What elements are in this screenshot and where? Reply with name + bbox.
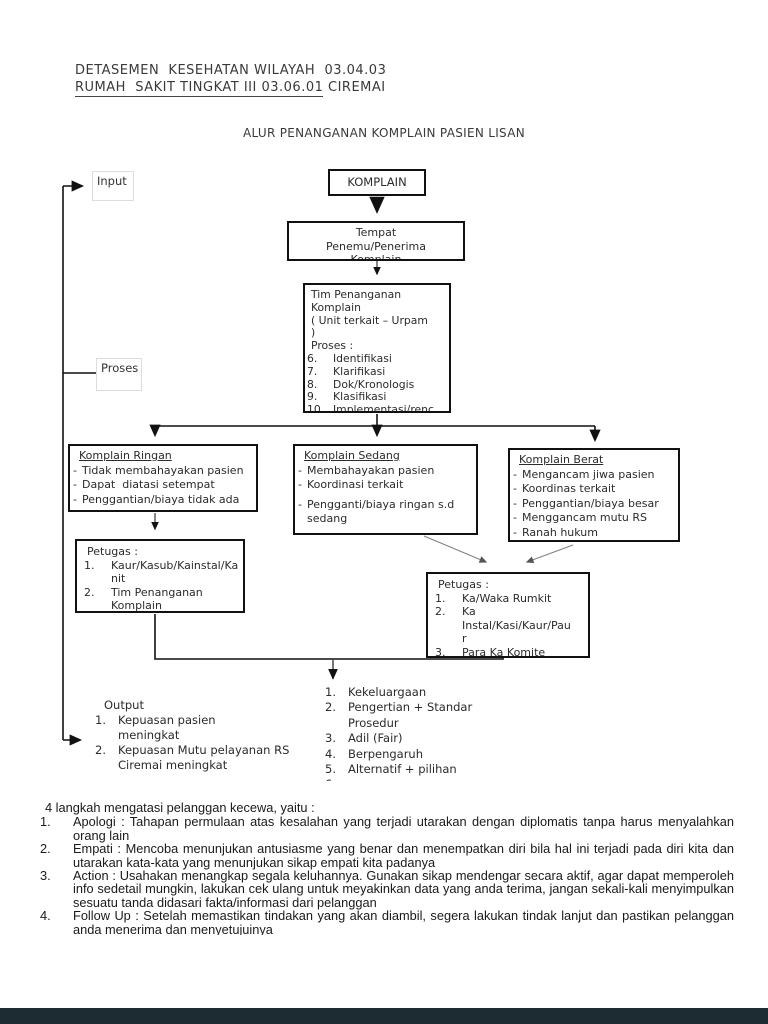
list-item: 5.Alternatif + pilihan: [325, 762, 457, 777]
tim-line3: ( Unit terkait – Urpam: [311, 313, 428, 327]
list-item: 4.Berpengaruh: [325, 746, 424, 761]
input-label: Input: [92, 171, 134, 201]
list-item: -Koordinas terkait: [513, 482, 616, 495]
proses-label: Proses: [96, 358, 142, 391]
list-item: -Tidak membahayakan pasien: [73, 463, 244, 477]
komplain-ringan-title: Komplain Ringan: [79, 449, 172, 462]
list-item: 1.Ka/Waka Rumkit: [435, 591, 552, 605]
list-item: 1.Kekeluargaan: [325, 685, 427, 699]
letterhead-line2-underlined: RUMAH SAKIT TINGKAT III 03.06.01: [75, 80, 324, 97]
list-item: 2.Ka Instal/Kasi/Kaur/Paur: [435, 605, 571, 645]
output-block: Output 1.Kepuasan pasien meningkat 2.Kep…: [95, 698, 330, 772]
komplain-berat-title: Komplain Berat: [519, 453, 604, 466]
komplain-box: KOMPLAIN: [328, 169, 426, 196]
list-item: -Penggantian/biaya besar: [513, 496, 659, 510]
bottom-bar: [0, 1008, 768, 1024]
list-item: 2.Kepuasan Mutu pelayanan RS Ciremai men…: [95, 743, 294, 772]
tim-process-item: 10.Implementasi/renc: [307, 403, 434, 413]
tim-penanganan-box: Tim Penanganan Komplain ( Unit terkait –…: [303, 283, 451, 413]
petugas-berat-box: Petugas : 1.Ka/Waka Rumkit 2.Ka Instal/K…: [426, 572, 590, 658]
komplain-berat-box: Komplain Berat -Mengancam jiwa pasien -K…: [508, 448, 680, 542]
list-item: 2.Pengertian + Standar Prosedur: [325, 700, 476, 730]
footer-step: 1.Apologi : Tahapan permulaan atas kesal…: [40, 814, 734, 843]
page-title: ALUR PENANGANAN KOMPLAIN PASIEN LISAN: [242, 126, 525, 140]
footer-step: 4.Follow Up : Setelah memastikan tindaka…: [40, 908, 734, 935]
tempat-box: Tempat Penemu/Penerima Komplain: [287, 221, 465, 261]
tim-process-item: 7.Klarifikasi: [307, 364, 386, 378]
list-item: -Penggantian/biaya tidak ada: [73, 492, 240, 506]
list-item: -Membahayakan pasien: [298, 463, 435, 477]
list-item: 2.Tim Penanganan Komplain: [84, 585, 207, 612]
komplain-sedang-box: Komplain Sedang -Membahayakan pasien -Ko…: [293, 444, 478, 535]
tempat-line1: Tempat: [355, 226, 397, 239]
list-item: -Koordinasi terkait: [298, 478, 404, 491]
list-item: 3.Para Ka Komite: [435, 645, 546, 658]
komplain-sedang-title: Komplain Sedang: [304, 449, 400, 462]
tim-process-item: 9.Klasifikasi: [307, 390, 387, 404]
letterhead-line2: RUMAH SAKIT TINGKAT III 03.06.01 CIREMAI: [75, 79, 386, 97]
tim-process-item: 6.Identifikasi: [307, 351, 392, 365]
footer-steps: 4 langkah mengatasi pelanggan kecewa, ya…: [40, 801, 734, 935]
list-item: 1.Kaur/Kasub/Kainstal/Kanit: [84, 558, 239, 586]
tim-line5: Proses :: [311, 339, 354, 353]
list-item: -Dapat diatasi setempat: [73, 478, 215, 491]
principles-list: 1.Kekeluargaan 2.Pengertian + Standar Pr…: [325, 685, 530, 781]
letterhead-line1: DETASEMEN KESEHATAN WILAYAH 03.04.03: [75, 63, 387, 78]
list-item: -Pengganti/biaya ringan s.d sedang: [298, 497, 458, 526]
footer-step: 2.Empati : Mencoba menunjukan antusiasme…: [40, 841, 734, 870]
letterhead-line2-rest: CIREMAI: [323, 80, 386, 95]
petugas-title: Petugas :: [87, 545, 138, 558]
list-item: 3.Adil (Fair): [325, 731, 403, 746]
list-item: 1.Kepuasan pasien meningkat: [95, 713, 220, 742]
list-item: -Ranah hukum: [513, 525, 598, 539]
list-item: -Mengancam jiwa pasien: [513, 467, 655, 481]
output-label: Output: [104, 698, 144, 712]
list-item: -Menggancam mutu RS: [513, 511, 648, 524]
footer-step: 3.Action : Usahakan menangkap segala kel…: [40, 868, 734, 910]
petugas-ringan-box: Petugas : 1.Kaur/Kasub/Kainstal/Kanit 2.…: [75, 539, 245, 613]
tim-line4: ): [311, 326, 316, 340]
letterhead: DETASEMEN KESEHATAN WILAYAH 03.04.03 RUM…: [75, 62, 387, 97]
tempat-line2: Penemu/Penerima: [326, 239, 426, 253]
petugas-title: Petugas :: [438, 578, 489, 591]
tim-line1: Tim Penanganan: [311, 288, 402, 301]
tempat-line3: Komplain: [350, 253, 402, 261]
tim-process-item: 8.Dok/Kronologis: [307, 377, 415, 391]
tim-line2: Komplain: [311, 300, 361, 314]
komplain-ringan-box: Komplain Ringan -Tidak membahayakan pasi…: [68, 444, 258, 512]
list-item-clipped: 6.: [325, 777, 530, 781]
footer-intro: 4 langkah mengatasi pelanggan kecewa, ya…: [45, 801, 315, 815]
